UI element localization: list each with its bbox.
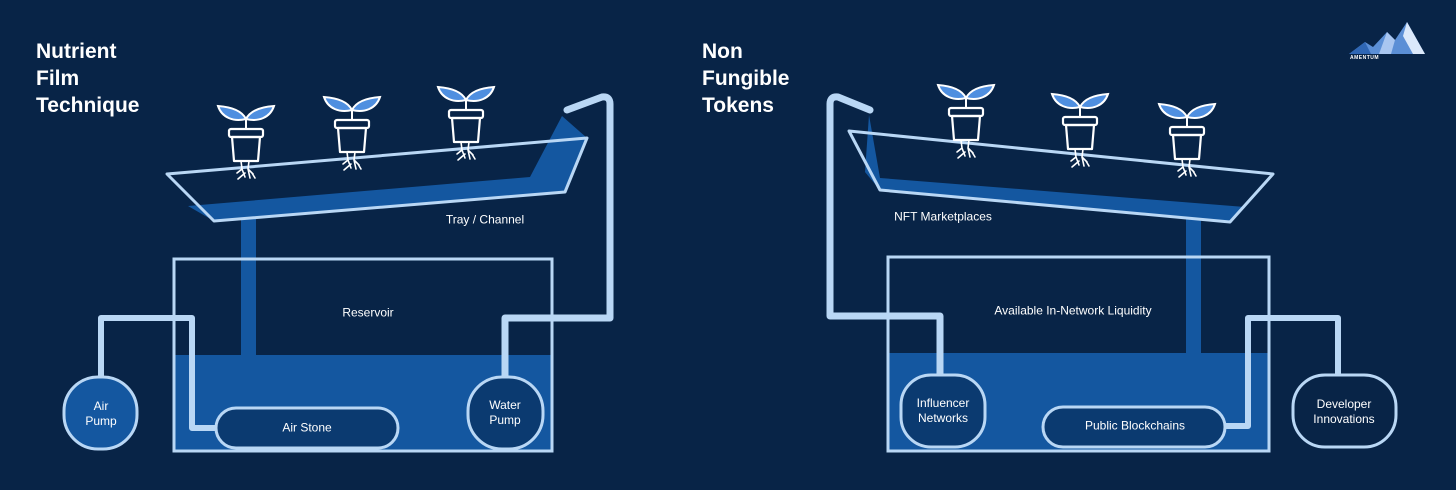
left-water-pump-label: Water Pump [489, 398, 521, 427]
left-air-pump [62, 375, 139, 451]
right-blockchains-node [1041, 405, 1227, 449]
left-title: Nutrient Film Technique [36, 38, 139, 119]
right-tray [847, 129, 1275, 224]
left-title-line-1: Nutrient [36, 40, 117, 63]
right-title-line-1: Non [702, 40, 743, 63]
left-air-pipe [98, 315, 216, 431]
left-air-stone-label: Air Stone [282, 420, 332, 435]
right-plant-1 [936, 83, 996, 160]
right-title: Non Fungible Tokens [702, 38, 790, 119]
left-title-line-3: Technique [36, 94, 140, 117]
right-drain-pipe [1186, 208, 1201, 354]
left-title-line-2: Film [36, 67, 80, 90]
left-drain-pipe [241, 208, 256, 356]
right-feed-pipe [826, 93, 944, 384]
left-reservoir [172, 257, 554, 453]
right-developer-node [1291, 373, 1398, 449]
right-title-line-2: Fungible [702, 67, 790, 90]
right-tray-label: NFT Marketplaces [894, 209, 992, 224]
left-water-pump [466, 375, 545, 451]
logo-wordmark: AMENTUM [1350, 55, 1380, 61]
left-system [62, 85, 614, 453]
left-tray-label: Tray / Channel [445, 212, 525, 227]
right-title-line-3: Tokens [702, 94, 774, 117]
right-developer-label: Developer Innovations [1313, 397, 1375, 426]
right-system [826, 83, 1398, 453]
right-influencer-node [899, 373, 987, 449]
right-influencer-label: Influencer Networks [916, 396, 970, 425]
left-reservoir-label: Reservoir [342, 305, 394, 320]
right-reservoir [886, 255, 1271, 453]
left-return-pipe [501, 93, 614, 384]
right-tray-water [865, 115, 1245, 222]
right-blockchains-label: Public Blockchains [1084, 418, 1186, 433]
right-dev-pipe [1225, 315, 1341, 429]
left-air-stone [214, 406, 400, 450]
left-tray [165, 136, 589, 223]
amentum-logo-icon [1349, 22, 1425, 54]
left-tray-water [188, 116, 587, 221]
left-air-pump-label: Air Pump [85, 399, 117, 428]
right-reservoir-label: Available In-Network Liquidity [994, 303, 1152, 318]
